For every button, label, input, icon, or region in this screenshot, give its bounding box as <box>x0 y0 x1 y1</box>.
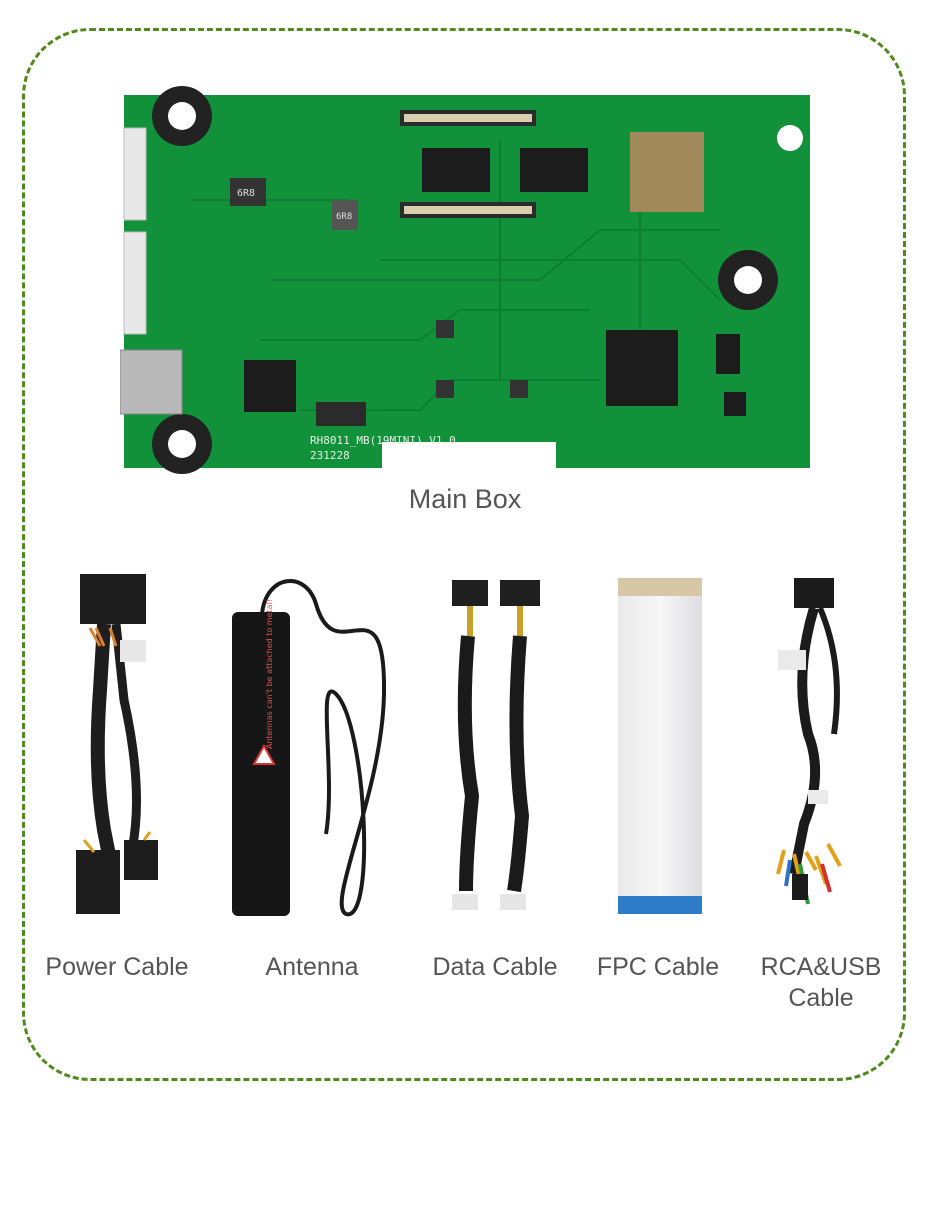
board-date: 231228 <box>310 449 350 462</box>
fpc-cable-label: FPC Cable <box>596 953 720 981</box>
main-board-image: 6R8 6R8 RH8011_MB(19MINI)_V1.0 231228 <box>120 80 820 480</box>
mounting-hole <box>718 250 778 310</box>
fpc-cable-image <box>616 576 706 918</box>
dashed-frame <box>22 28 906 1081</box>
mounting-hole <box>152 414 212 474</box>
data-cable-image <box>442 576 552 921</box>
antenna-image: Antennas can't be attached to metal! <box>226 574 396 919</box>
antenna-warning-text: Antennas can't be attached to metal! <box>265 599 274 749</box>
chip-mark: 6R8 <box>237 188 255 199</box>
power-cable-label: Power Cable <box>45 953 189 981</box>
board-silkscreen: RH8011_MB(19MINI)_V1.0 <box>310 434 456 447</box>
power-cable-image <box>64 570 174 920</box>
main-box-label: Main Box <box>408 484 522 514</box>
mounting-hole <box>152 86 212 146</box>
rca-usb-cable-label: RCA&USB Cable <box>760 953 882 1012</box>
data-cable-label: Data Cable <box>432 953 558 981</box>
antenna-label: Antenna <box>265 953 359 981</box>
rca-usb-cable-image <box>764 574 864 924</box>
chip-mark: 6R8 <box>336 212 352 222</box>
